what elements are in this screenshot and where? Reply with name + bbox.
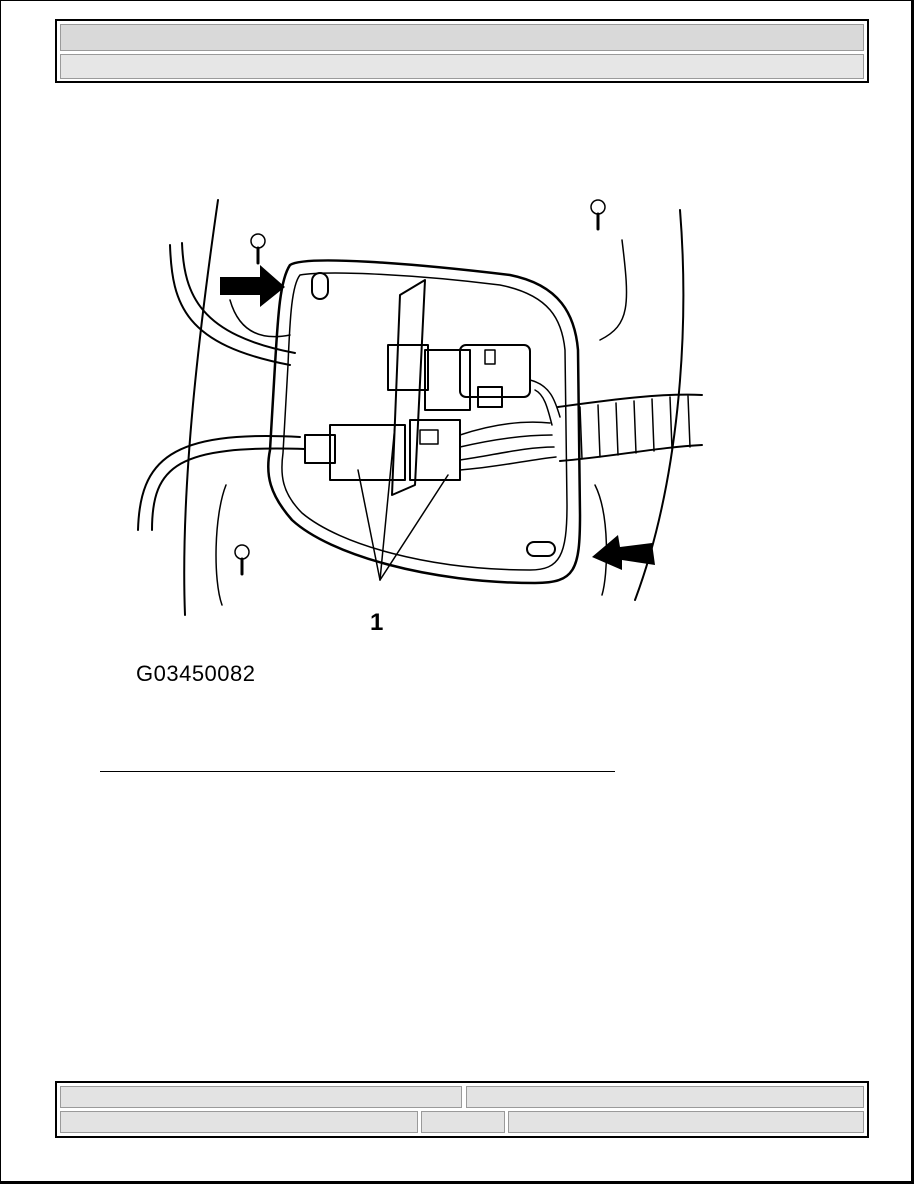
screw-icon — [250, 233, 266, 265]
footer-cell-right-bottom — [508, 1111, 864, 1133]
slot-hole-upper — [311, 272, 329, 300]
page-header — [55, 19, 869, 83]
panel-edge-right — [634, 209, 685, 601]
screw-icon — [234, 544, 250, 576]
callout-label: 1 — [370, 609, 384, 636]
header-title — [61, 25, 863, 33]
header-title-bar — [60, 24, 864, 51]
header-subtitle — [61, 55, 863, 63]
panel-edge-left — [183, 199, 219, 616]
footer-cell-mid-bottom — [421, 1111, 505, 1133]
footer-cell-left-bottom — [60, 1111, 418, 1133]
footer-cell-right-top — [466, 1086, 864, 1108]
header-subtitle-bar — [60, 54, 864, 79]
figure-code: G03450082 — [136, 661, 256, 686]
footer-cell-left-top — [60, 1086, 462, 1108]
arrow-icon — [592, 535, 655, 570]
screw-icon — [590, 199, 606, 231]
arrow-icon — [220, 265, 285, 307]
section-divider — [100, 771, 615, 772]
page-footer — [55, 1081, 869, 1138]
connector-bracket-illustration: 1 — [130, 185, 730, 655]
slot-hole-lower — [526, 541, 556, 557]
